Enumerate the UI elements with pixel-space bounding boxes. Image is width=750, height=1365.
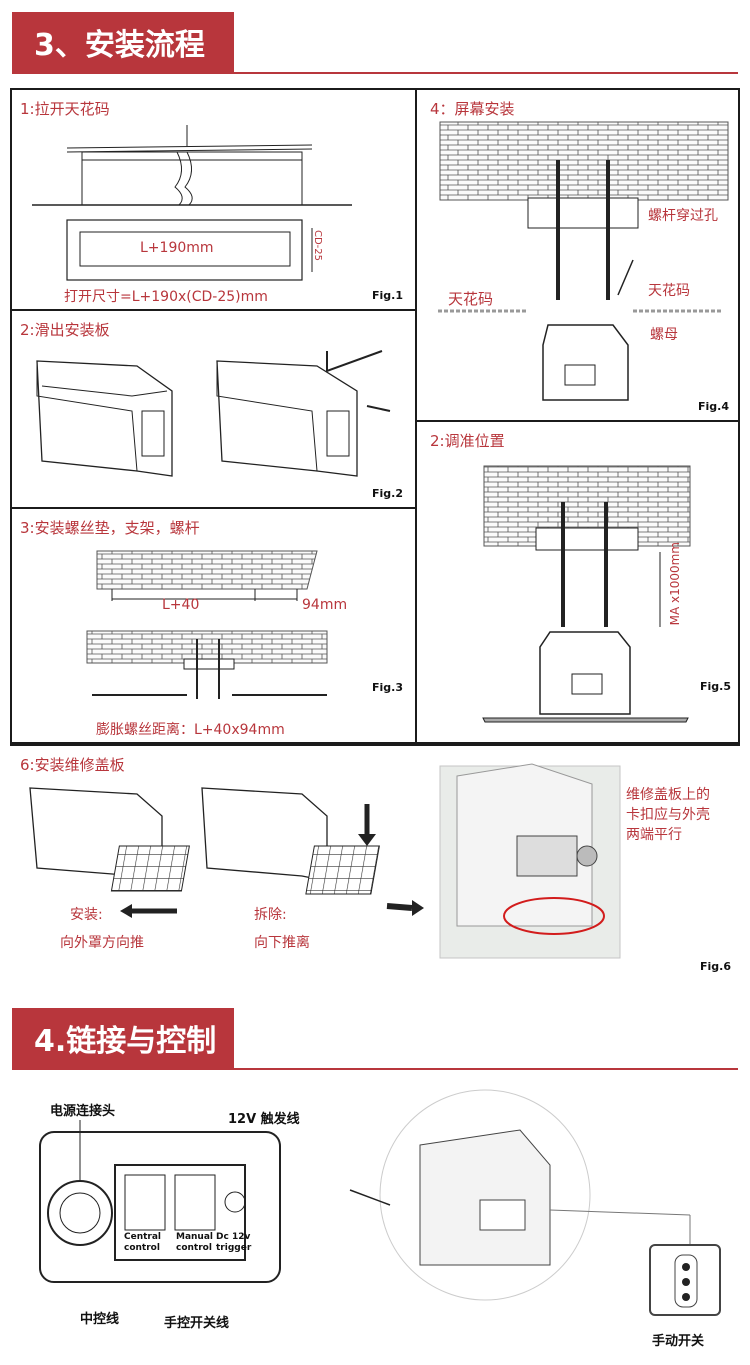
- section-3-frame: [10, 88, 740, 744]
- panel-4-label-ceiling-right: 天花码: [648, 283, 690, 299]
- section-3-title: 3、安装流程: [34, 28, 205, 63]
- trigger-12v-label: 12V 触发线: [228, 1112, 300, 1127]
- panel-6-remove-label: 拆除:: [254, 907, 287, 923]
- panel-6: 6:安装维修盖板 安装: 向外罩方向推 拆除: 向下推离 维修盖板上的 卡扣应与…: [12, 746, 738, 984]
- divider-h2: [10, 507, 416, 509]
- panel-1-drawing: [32, 125, 352, 281]
- control-panel-drawing: [39, 1120, 281, 1283]
- panel-4-label-hole: 螺杆穿过孔: [648, 208, 718, 224]
- panel-3: 3:安装螺丝垫，支架，螺杆 L+40 94mm 膨胀螺丝距离：L+40x94mm…: [12, 509, 414, 742]
- manual-control-label: Manual control: [176, 1232, 213, 1254]
- panel-5-dim-max: MA x1000mm: [668, 542, 682, 626]
- section-4-header: 4.链接与控制: [12, 1008, 234, 1068]
- panel-2-fig: Fig.2: [372, 487, 403, 500]
- panel-6-title: 6:安装维修盖板: [20, 756, 125, 774]
- panel-1-dim-width: CD-25: [312, 230, 323, 262]
- panel-1-caption: 打开尺寸=L+190x(CD-25)mm: [64, 289, 268, 305]
- panel-6-note-line3: 两端平行: [626, 827, 682, 843]
- panel-4-title: 4：屏幕安装: [430, 100, 515, 118]
- power-connector-label: 电源连接头: [50, 1104, 116, 1119]
- manual-line1: Manual: [176, 1232, 214, 1242]
- panel-6-install-label: 安装:: [70, 907, 103, 923]
- panel-6-note-line1: 维修盖板上的: [626, 787, 710, 803]
- section-4-rule: [12, 1068, 738, 1070]
- divider-h4: [10, 744, 740, 746]
- panel-3-drawing: [86, 550, 328, 699]
- panel-1-title: 1:拉开天花码: [20, 100, 110, 118]
- manual-line2: control: [176, 1243, 212, 1253]
- panel-6-fig: Fig.6: [700, 960, 731, 973]
- panel-5-title: 2:调准位置: [430, 432, 505, 450]
- dc-line1: Dc 12v: [216, 1232, 251, 1242]
- panel-2-title: 2:滑出安装板: [20, 321, 110, 339]
- device-connection-drawing: [349, 1089, 721, 1316]
- central-control-label: Central control: [124, 1232, 161, 1254]
- central-line2: control: [124, 1243, 160, 1253]
- section-3-header: 3、安装流程: [12, 12, 234, 72]
- panel-4-label-ceiling-left: 天花码: [448, 290, 494, 308]
- panel-2: 2:滑出安装板 Fig.2: [12, 311, 414, 506]
- panel-4-drawing: [438, 121, 729, 401]
- panel-5-fig: Fig.5: [700, 680, 731, 693]
- panel-4-fig: Fig.4: [698, 400, 729, 413]
- panel-1-dim-length: L+190mm: [140, 240, 214, 256]
- central-line1: Central: [124, 1232, 162, 1242]
- panel-4: 4：屏幕安装 螺杆穿过孔 天花码 天花码 螺母 Fig.4: [418, 90, 738, 419]
- panel-3-caption: 膨胀螺丝距离：L+40x94mm: [96, 722, 285, 738]
- panel-3-dim-l: L+40: [162, 597, 200, 613]
- panel-2-drawing: [36, 350, 391, 477]
- panel-1-fig: Fig.1: [372, 289, 403, 302]
- section-3-rule: [12, 72, 738, 74]
- divider-h1: [10, 309, 416, 311]
- panel-5: 2:调准位置 MA x1000mm Fig.5: [418, 422, 738, 742]
- panel-6-remove-desc: 向下推离: [254, 935, 310, 951]
- panel-5-drawing: [482, 465, 691, 723]
- panel-3-fig: Fig.3: [372, 681, 403, 694]
- divider-vertical: [415, 88, 417, 744]
- panel-3-title: 3:安装螺丝垫，支架，螺杆: [20, 519, 200, 537]
- panel-3-dim-w: 94mm: [302, 597, 348, 613]
- central-cable-label: 中控线: [80, 1312, 120, 1327]
- panel-6-install-desc: 向外罩方向推: [60, 935, 144, 951]
- section-4-title: 4.链接与控制: [34, 1024, 217, 1059]
- panel-4-label-nut: 螺母: [650, 327, 678, 343]
- manual-switch-label: 手动开关: [652, 1334, 705, 1349]
- dc-trigger-label: Dc 12v trigger: [216, 1232, 251, 1254]
- panel-1: 1:拉开天花码 L+190mm CD-25 打开尺寸=L+190x(CD-25)…: [12, 90, 414, 308]
- panel-6-drawing: [29, 763, 621, 959]
- dc-line2: trigger: [216, 1243, 252, 1253]
- manual-cable-label: 手控开关线: [164, 1316, 230, 1331]
- divider-h3: [416, 420, 740, 422]
- panel-6-note-line2: 卡扣应与外壳: [626, 807, 710, 823]
